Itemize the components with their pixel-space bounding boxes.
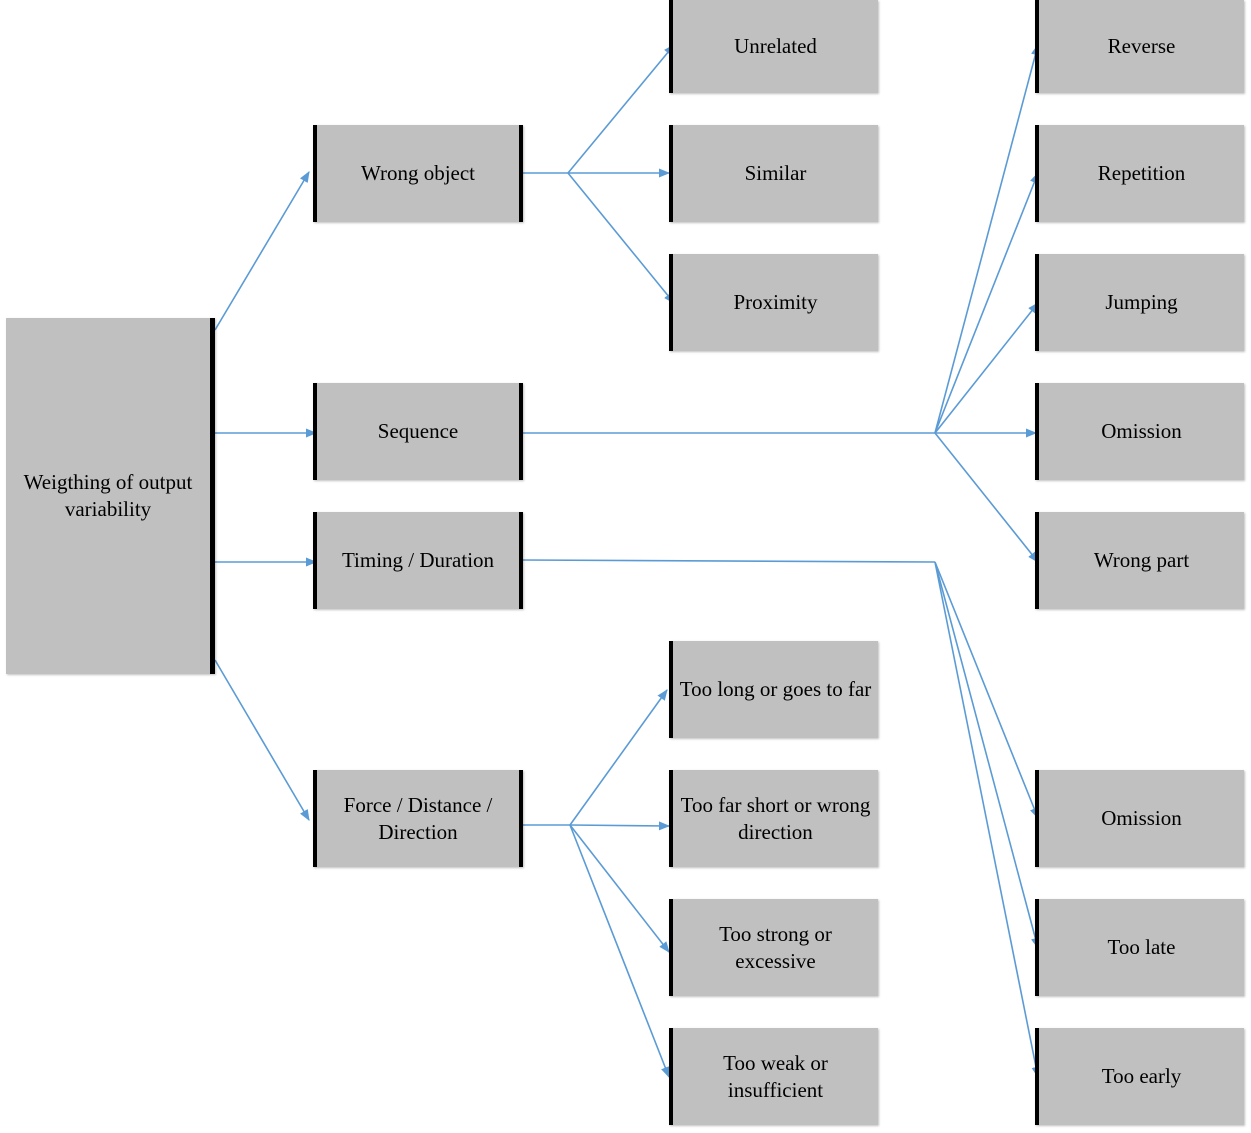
node-sequence-omission: Omission bbox=[1035, 383, 1244, 480]
node-timing-duration-label: Timing / Duration bbox=[341, 548, 495, 572]
edge-sequence-to-repetition bbox=[934, 171, 1039, 434]
edge-timing-to-too-early bbox=[934, 561, 1041, 1079]
node-timing-omission-label: Omission bbox=[1101, 806, 1182, 830]
node-too-early: Too early bbox=[1035, 1028, 1244, 1125]
node-reverse: Reverse bbox=[1035, 0, 1244, 93]
node-unrelated: Unrelated bbox=[669, 0, 878, 93]
node-too-long-label: Too long or goes to far bbox=[679, 677, 872, 701]
node-too-weak-label: Too weak or insufficient bbox=[723, 1050, 828, 1102]
edge-force-to-too-long bbox=[569, 689, 668, 826]
node-too-weak: Too weak or insufficient bbox=[669, 1028, 878, 1125]
node-too-late: Too late bbox=[1035, 899, 1244, 996]
node-jumping: Jumping bbox=[1035, 254, 1244, 351]
node-sequence-omission-label: Omission bbox=[1101, 419, 1182, 443]
node-wrong-object: Wrong object bbox=[313, 125, 523, 222]
node-timing-duration: Timing / Duration bbox=[313, 512, 523, 609]
edge-sequence-to-reverse bbox=[934, 43, 1040, 434]
node-proximity-label: Proximity bbox=[733, 290, 818, 314]
edge-root-to-force bbox=[214, 659, 310, 821]
edge-timing-to-too-late bbox=[934, 561, 1040, 950]
node-sequence: Sequence bbox=[313, 383, 523, 480]
edge-force-to-too-far-short bbox=[569, 821, 671, 831]
node-force-distance-direction-label: Force / Distance / Direction bbox=[343, 792, 493, 844]
edge-wrong-object-to-unrelated bbox=[567, 44, 675, 174]
node-timing-omission: Omission bbox=[1035, 770, 1244, 867]
node-too-long: Too long or goes to far bbox=[669, 641, 878, 738]
node-wrong-part: Wrong part bbox=[1035, 512, 1244, 609]
node-wrong-object-label: Wrong object bbox=[360, 161, 476, 185]
node-too-strong: Too strong or excessive bbox=[669, 899, 878, 996]
node-repetition: Repetition bbox=[1035, 125, 1244, 222]
node-force-distance-direction: Force / Distance / Direction bbox=[313, 770, 523, 867]
edge-timing-to-omission bbox=[934, 561, 1039, 820]
root-label: Weigthing of output variability bbox=[23, 470, 193, 521]
edge-sequence-to-wrong-part bbox=[934, 432, 1039, 563]
node-too-far-short-label: Too far short or wrong direction bbox=[680, 792, 871, 844]
node-similar: Similar bbox=[669, 125, 878, 222]
node-sequence-label: Sequence bbox=[377, 419, 459, 443]
edge-root-to-wrong-object bbox=[214, 171, 310, 331]
node-too-late-label: Too late bbox=[1107, 935, 1176, 959]
node-unrelated-label: Unrelated bbox=[734, 34, 817, 58]
edge-force-to-too-weak bbox=[569, 824, 670, 1079]
node-too-strong-label: Too strong or excessive bbox=[719, 921, 832, 973]
root-node: Weigthing of output variability bbox=[6, 318, 215, 674]
edge-force-to-too-strong bbox=[569, 824, 670, 953]
node-jumping-label: Jumping bbox=[1105, 290, 1178, 314]
edge-wrong-object-to-proximity bbox=[567, 172, 675, 304]
edge-sequence-to-jumping bbox=[934, 302, 1039, 434]
edge-timing-stem bbox=[522, 559, 936, 563]
node-wrong-part-label: Wrong part bbox=[1093, 548, 1190, 572]
node-too-early-label: Too early bbox=[1101, 1064, 1182, 1088]
node-too-far-short: Too far short or wrong direction bbox=[669, 770, 878, 867]
node-reverse-label: Reverse bbox=[1107, 34, 1176, 58]
node-repetition-label: Repetition bbox=[1097, 161, 1186, 185]
node-proximity: Proximity bbox=[669, 254, 878, 351]
node-similar-label: Similar bbox=[744, 161, 807, 185]
